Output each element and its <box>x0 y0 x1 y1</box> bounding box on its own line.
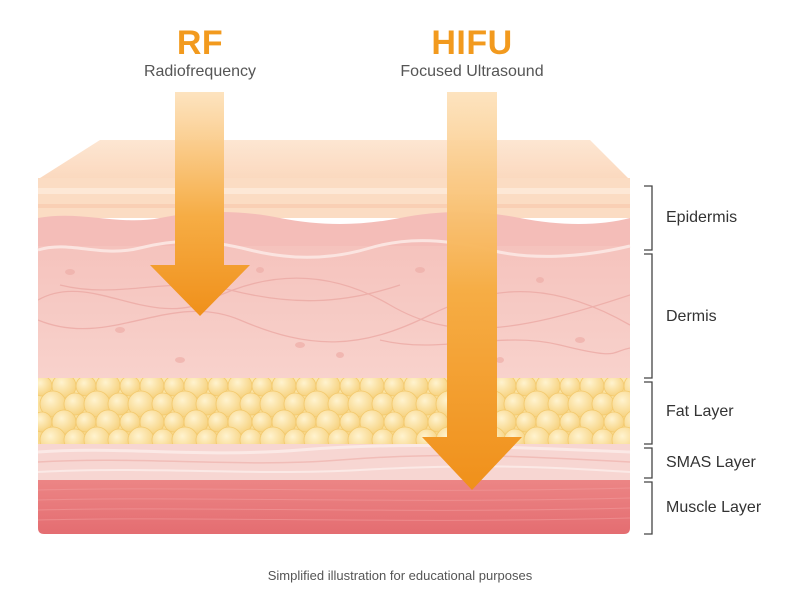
dermis-layer <box>37 239 631 380</box>
layer-label-epidermis: Epidermis <box>666 209 738 226</box>
epidermis-layer <box>38 178 630 250</box>
hifu-subtitle: Focused Ultrasound <box>400 63 544 80</box>
layer-label-smas: SMAS Layer <box>666 454 756 471</box>
fat-layer <box>38 378 630 446</box>
rf-title: RF <box>176 24 224 62</box>
fat-cell <box>611 426 630 446</box>
smas-layer <box>37 444 631 480</box>
skin-surface <box>40 140 628 178</box>
layer-label-dermis: Dermis <box>666 308 717 325</box>
layer-brackets <box>644 185 653 535</box>
hifu-title: HIFU <box>431 24 513 62</box>
caption: Simplified illustration for educational … <box>267 568 533 583</box>
layer-label-muscle: Muscle Layer <box>666 499 762 516</box>
rf-arrow <box>150 92 250 316</box>
hifu-arrow <box>422 92 522 490</box>
muscle-layer <box>37 480 631 534</box>
layer-label-fat: Fat Layer <box>666 403 734 420</box>
rf-subtitle: Radiofrequency <box>143 63 257 80</box>
